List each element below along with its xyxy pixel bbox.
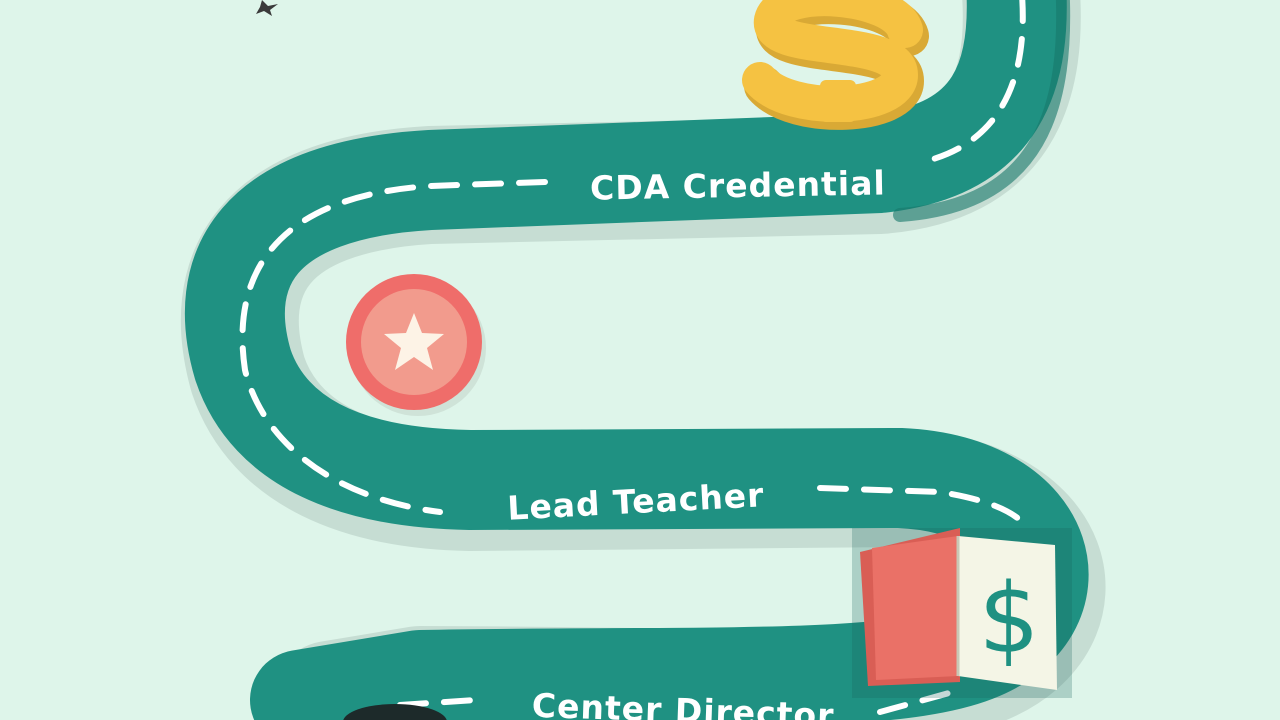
road-center-dashes-4 [397,697,478,708]
road-label-cda-credential: CDA Credential [590,163,886,207]
book-dollar-symbol: $ [978,563,1039,675]
sparkle-icon [256,0,278,16]
road-edge-shade [893,0,1071,222]
dollar-sign-icon [742,0,929,130]
graduation-cap-icon [343,704,447,720]
road-center-dashes-5 [877,687,963,715]
money-book-icon: $ [852,528,1072,698]
road-center-dashes-2 [239,179,548,515]
road-center-dashes-3 [817,485,1031,531]
star-badge-icon [346,274,486,416]
road-center-dashes-1 [927,0,1026,163]
